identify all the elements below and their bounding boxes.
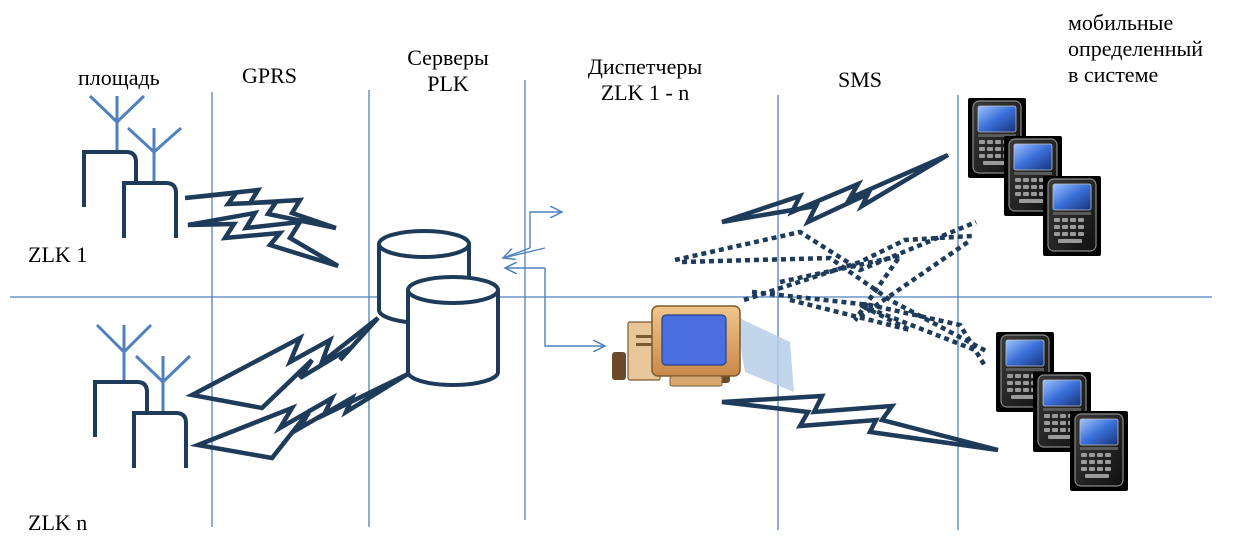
lightning-link-icon [185,316,410,461]
label-area: площадь [78,65,160,90]
label-dispatchers-line1: Диспетчеры [587,54,703,79]
label-mobiles-line3: в системе [1068,62,1159,87]
dotted-links [674,219,990,368]
smartphone-icon [1042,175,1102,257]
label-mobiles-line2: определенный [1068,36,1204,61]
label-dispatchers: Диспетчеры ZLK 1 - n [555,54,735,106]
label-servers-line2: PLK [427,71,469,96]
label-servers-line1: Серверы [407,45,489,70]
column-dividers [211,80,959,530]
label-mobiles: мобильные определенный в системе [1068,10,1203,88]
label-mobiles-line1: мобильные [1068,10,1174,35]
label-gprs: GPRS [242,63,298,88]
smartphone-icon [1069,410,1129,492]
lightning-link-icon [184,187,340,269]
antenna-terminal-icon [93,323,192,470]
database-cylinder-icon [406,275,500,387]
connection-arrows [503,212,605,346]
lightning-link-icon [721,152,999,453]
label-sms: SMS [838,67,883,92]
desktop-computer-icon [612,305,794,392]
label-zlk1: ZLK 1 [28,242,88,267]
label-dispatchers-line2: ZLK 1 - n [600,80,690,105]
label-zlkn: ZLK n [28,510,88,535]
antenna-terminal-icon [82,94,182,240]
label-servers: Серверы PLK [388,45,508,97]
